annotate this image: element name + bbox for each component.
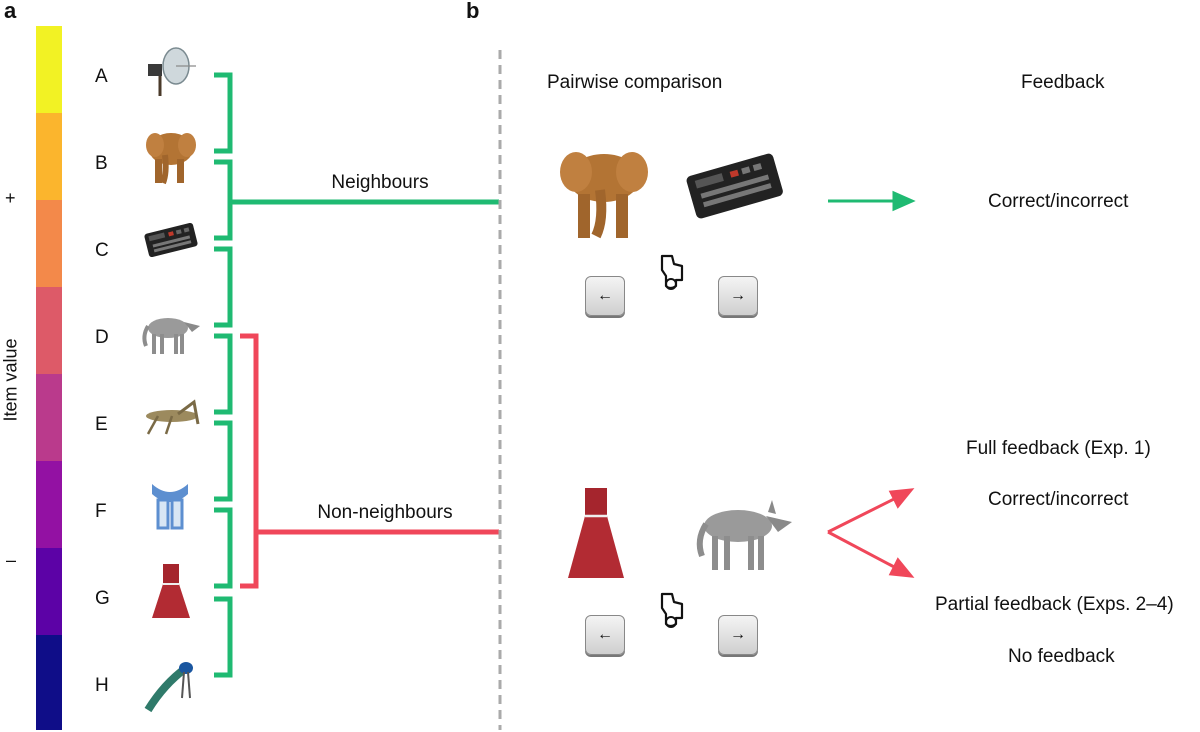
scarf-icon [152, 484, 188, 530]
full-feedback-value: Correct/incorrect [988, 489, 1129, 510]
colorbar-minus: – [6, 550, 17, 570]
colorbar-segment [36, 200, 62, 287]
trial-bottom-right-wolf-icon [696, 500, 792, 570]
calculator-icon [144, 222, 198, 258]
colorbar-segment [36, 374, 62, 461]
item-letter-f: F [95, 501, 107, 522]
bracket-b-c [214, 159, 233, 241]
feedback-arrow-down [827, 530, 899, 571]
item-letter-h: H [95, 675, 109, 696]
trial-top-right-calculator-icon [686, 153, 783, 219]
panel-label-a: a [4, 0, 17, 23]
bracket-a-b [214, 72, 233, 154]
right-arrow-key-bottom[interactable]: → [718, 615, 758, 655]
colorbar-segment [36, 26, 62, 113]
pointing-hand-icon [660, 592, 684, 628]
bracket-g-h [214, 596, 233, 678]
bracket-f-g [214, 507, 233, 589]
left-arrow-key-top[interactable]: ← [585, 276, 625, 316]
item-letter-d: D [95, 327, 109, 348]
non-neighbour-bracket-d-g [240, 333, 259, 589]
feedback-arrow-up [827, 495, 899, 534]
partial-feedback-value: No feedback [1008, 646, 1115, 667]
item-letter-c: C [95, 240, 109, 261]
partial-feedback-label: Partial feedback (Exps. 2–4) [935, 594, 1174, 615]
satellite-dish-icon [148, 47, 196, 96]
item-letter-a: A [95, 66, 108, 87]
colorbar-segment [36, 287, 62, 374]
colorbar-segment [36, 113, 62, 200]
colorbar-segment [36, 548, 62, 635]
top-feedback-text: Correct/incorrect [988, 191, 1129, 212]
non-neighbours-label: Non-neighbours [317, 502, 453, 523]
trial-bottom-left-dress-icon [568, 488, 624, 578]
panel-label-b: b [466, 0, 480, 23]
feedback-header: Feedback [1021, 72, 1105, 93]
trial-top-left-elephant-icon [560, 152, 648, 239]
bracket-d-e [214, 333, 233, 415]
peacock-icon [144, 662, 193, 713]
neighbours-label: Neighbours [331, 172, 429, 193]
item-letter-b: B [95, 153, 108, 174]
right-arrow-key-top[interactable]: → [718, 276, 758, 316]
colorbar-plus: + [5, 188, 16, 208]
dress-icon [152, 564, 190, 618]
wolf-icon [142, 318, 200, 354]
full-feedback-label: Full feedback (Exp. 1) [966, 438, 1151, 459]
colorbar-segment [36, 461, 62, 548]
pointing-hand-icon [660, 254, 684, 290]
colorbar-segment [36, 635, 62, 730]
left-arrow-key-bottom[interactable]: ← [585, 615, 625, 655]
bracket-e-f [214, 420, 233, 502]
item-letter-e: E [95, 414, 108, 435]
elephant-icon [146, 133, 196, 185]
item-letter-g: G [95, 588, 110, 609]
grasshopper-icon [146, 399, 200, 435]
bracket-c-d [214, 246, 233, 328]
comparison-header: Pairwise comparison [547, 72, 723, 93]
